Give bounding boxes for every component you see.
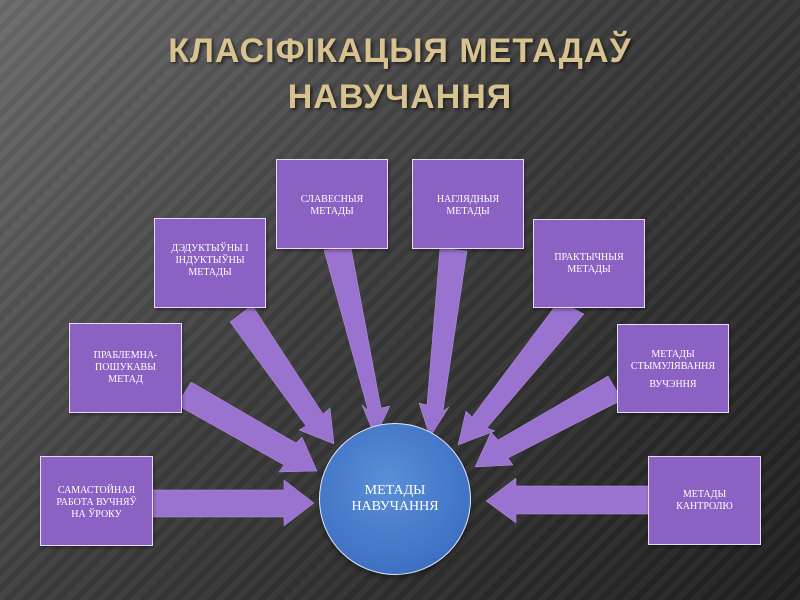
arrow-stymuljavannja	[474, 375, 623, 468]
arrow-dedukcyjnyja	[229, 304, 335, 445]
node-kantrolju: МЕТАДЫ КАНТРОЛЮ	[648, 456, 761, 545]
node-samastoynaya: САМАСТОЙНАЯ РАБОТА ВУЧНЯЎ НА ЎРОКУ	[40, 456, 153, 546]
node-nagljadnyja: НАГЛЯДНЫЯ МЕТАДЫ	[412, 159, 524, 249]
arrow-prablemna	[176, 381, 318, 473]
node-praktychnyja: ПРАКТЫЧНЫЯ МЕТАДЫ	[533, 219, 645, 308]
node-dedukcyjnyja: ДЭДУКТЫЎНЫ І ІНДУКТЫЎНЫ МЕТАДЫ	[154, 218, 266, 308]
arrow-kantrolju	[485, 477, 652, 524]
node-prablemna: ПРАБЛЕМНА- ПОШУКАВЫ МЕТАД	[69, 323, 182, 413]
node-slavesnyja: СЛАВЕСНЫЯ МЕТАДЫ	[276, 159, 388, 249]
arrow-praktychnyja	[457, 300, 585, 446]
node-stymuljavannja: МЕТАДЫ СТЫМУЛЯВАННЯ ВУЧЭННЯ	[617, 324, 729, 413]
center-line-1: МЕТАДЫ	[364, 483, 426, 498]
arrow-slavesnyja	[323, 247, 391, 438]
center-line-2: НАВУЧАННЯ	[351, 499, 439, 514]
arrow-nagljadnyja	[418, 247, 468, 438]
slide-title: КЛАСІФІКАЦЫЯ МЕТАДАЎ НАВУЧАННЯ	[0, 28, 800, 120]
title-line-1: КЛАСІФІКАЦЫЯ МЕТАДАЎ	[168, 32, 632, 70]
title-line-2: НАВУЧАННЯ	[287, 78, 513, 116]
arrow-samastoynaya	[151, 479, 315, 527]
center-node-metady-navuchannja: МЕТАДЫ НАВУЧАННЯ	[319, 423, 471, 575]
